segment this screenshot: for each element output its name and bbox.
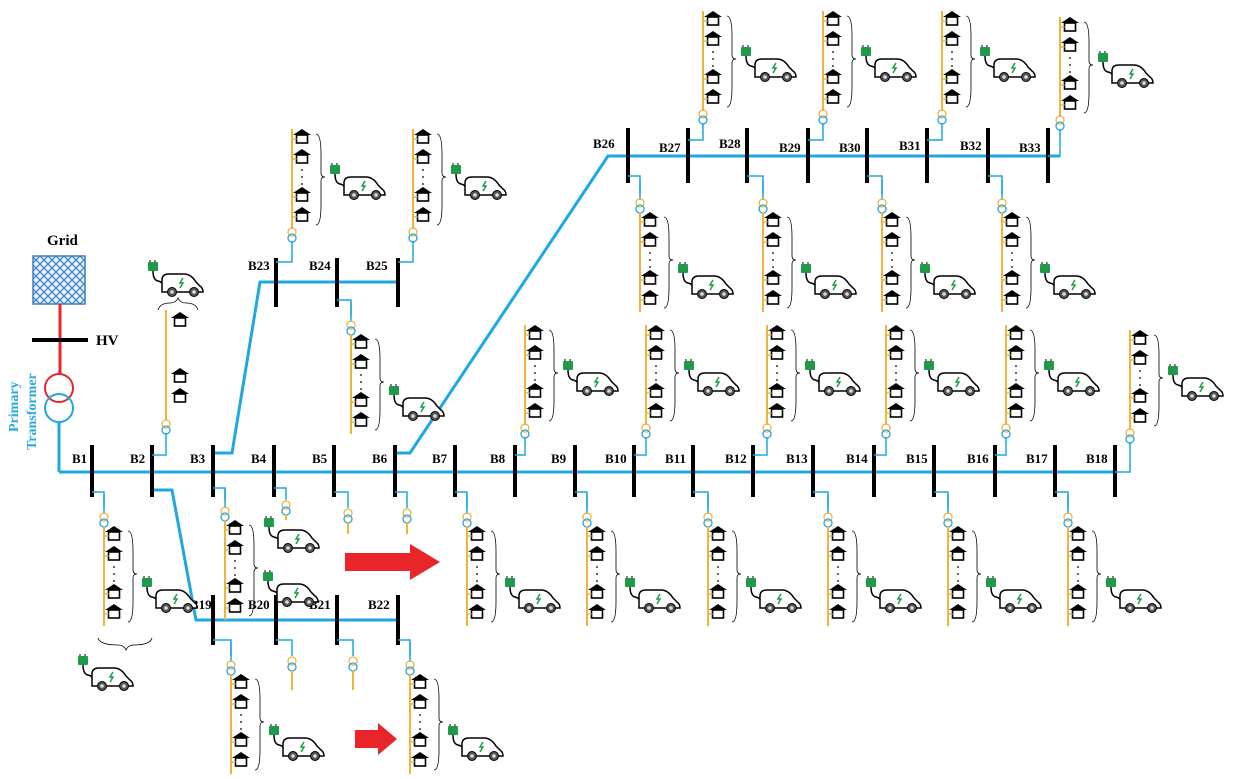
- electric-vehicle-icon: [263, 515, 320, 554]
- lv-load-cluster: [1064, 494, 1161, 626]
- lv-load-cluster: [406, 642, 503, 774]
- bus-label: B10: [605, 451, 627, 466]
- lv-load-cluster: [100, 494, 197, 626]
- grid-label: Grid: [47, 233, 78, 249]
- lateral-feeder-b23-b25: [213, 280, 398, 455]
- lateral-feeder-b26-b33: [395, 154, 1060, 455]
- lv-load-cluster: [819, 11, 916, 128]
- bus-label: B7: [432, 451, 448, 466]
- bus-labels: B1 B2 B3 B4 B5 B6 B7 B8 B9 B10 B11 B12 B…: [72, 136, 1108, 612]
- lv-load-cluster: [763, 325, 860, 442]
- bus-label: B18: [1086, 451, 1108, 466]
- grid-icon: [32, 255, 86, 305]
- bus-label: B14: [846, 451, 868, 466]
- bus-label: B31: [899, 138, 921, 153]
- transformer-icon: [44, 373, 74, 423]
- lv-load-cluster: [759, 180, 856, 312]
- bus-label: B8: [490, 451, 506, 466]
- lv-loads-lateral-b23-b25: [276, 129, 506, 434]
- lv-load-cluster: [642, 325, 739, 442]
- lv-load-cluster: [944, 494, 1041, 626]
- lv-load-cluster: [288, 129, 385, 246]
- bus-label: B5: [312, 451, 328, 466]
- bus-label: B30: [839, 140, 861, 155]
- lv-load-cluster: [824, 494, 921, 626]
- hv-label: HV: [96, 333, 119, 349]
- lv-load-cluster: [1002, 325, 1099, 442]
- bus-label: B20: [248, 597, 270, 612]
- bus-label: B16: [967, 451, 989, 466]
- bus-label: B4: [251, 451, 267, 466]
- lv-loads-above-main-feeder: [147, 259, 1223, 473]
- lv-load-cluster: [699, 11, 796, 128]
- bus-label: B26: [593, 136, 615, 151]
- lv-load-cluster: [938, 11, 1035, 128]
- bus-label: B13: [786, 451, 808, 466]
- arrow-icon: [355, 723, 397, 755]
- bus-label: B3: [190, 451, 206, 466]
- lv-load-cluster: [998, 180, 1095, 312]
- lv-load-cluster: [227, 642, 324, 774]
- feeder-lines: [59, 154, 1115, 622]
- electric-vehicle-icon: [147, 259, 204, 298]
- lateral-feeder-b19-b22: [152, 488, 398, 622]
- bus-label: B24: [309, 258, 331, 273]
- lv-load-cluster: [882, 325, 979, 442]
- lv-loads-below-main-feeder: [77, 487, 1161, 692]
- bus-label: B29: [779, 140, 801, 155]
- arrow-icon: [345, 544, 440, 580]
- lv-load-cluster: [878, 180, 975, 312]
- bus-label: B9: [551, 451, 567, 466]
- grid-source: Grid HV Primary Transformer: [7, 233, 119, 472]
- bus-label: B25: [366, 258, 388, 273]
- bus-label: B23: [248, 258, 270, 273]
- lv-load-cluster: [521, 325, 618, 442]
- lv-load-cluster: [1056, 17, 1153, 134]
- bus-label: B15: [906, 451, 928, 466]
- bus-label: B28: [719, 136, 741, 151]
- bus-label: B2: [130, 451, 145, 466]
- bus-label: B27: [659, 140, 681, 155]
- primary-transformer-label-line2: Transformer: [25, 373, 40, 450]
- bus-label: B32: [960, 138, 982, 153]
- bus-label: B11: [665, 451, 686, 466]
- bus-label: B6: [372, 451, 388, 466]
- bus-label: B12: [725, 451, 747, 466]
- lv-loads-lateral-b19-b22: [213, 639, 503, 774]
- primary-transformer-label-line1: Primary: [7, 381, 22, 432]
- lv-load-cluster: [347, 302, 444, 434]
- lv-load-cluster: [583, 494, 680, 626]
- lv-load-cluster: [1126, 330, 1223, 447]
- lv-load-cluster: [409, 129, 506, 246]
- electric-vehicle-icon: [77, 653, 134, 692]
- bus-label: B33: [1019, 140, 1041, 155]
- bus-label: B22: [368, 597, 390, 612]
- lv-load-cluster: [636, 180, 733, 312]
- lv-load-cluster: [463, 494, 560, 626]
- bus-label: B17: [1026, 451, 1048, 466]
- lv-load-cluster: [704, 494, 801, 626]
- bus-label: B1: [72, 451, 87, 466]
- lv-loads-lateral-b26-b33: [628, 11, 1153, 312]
